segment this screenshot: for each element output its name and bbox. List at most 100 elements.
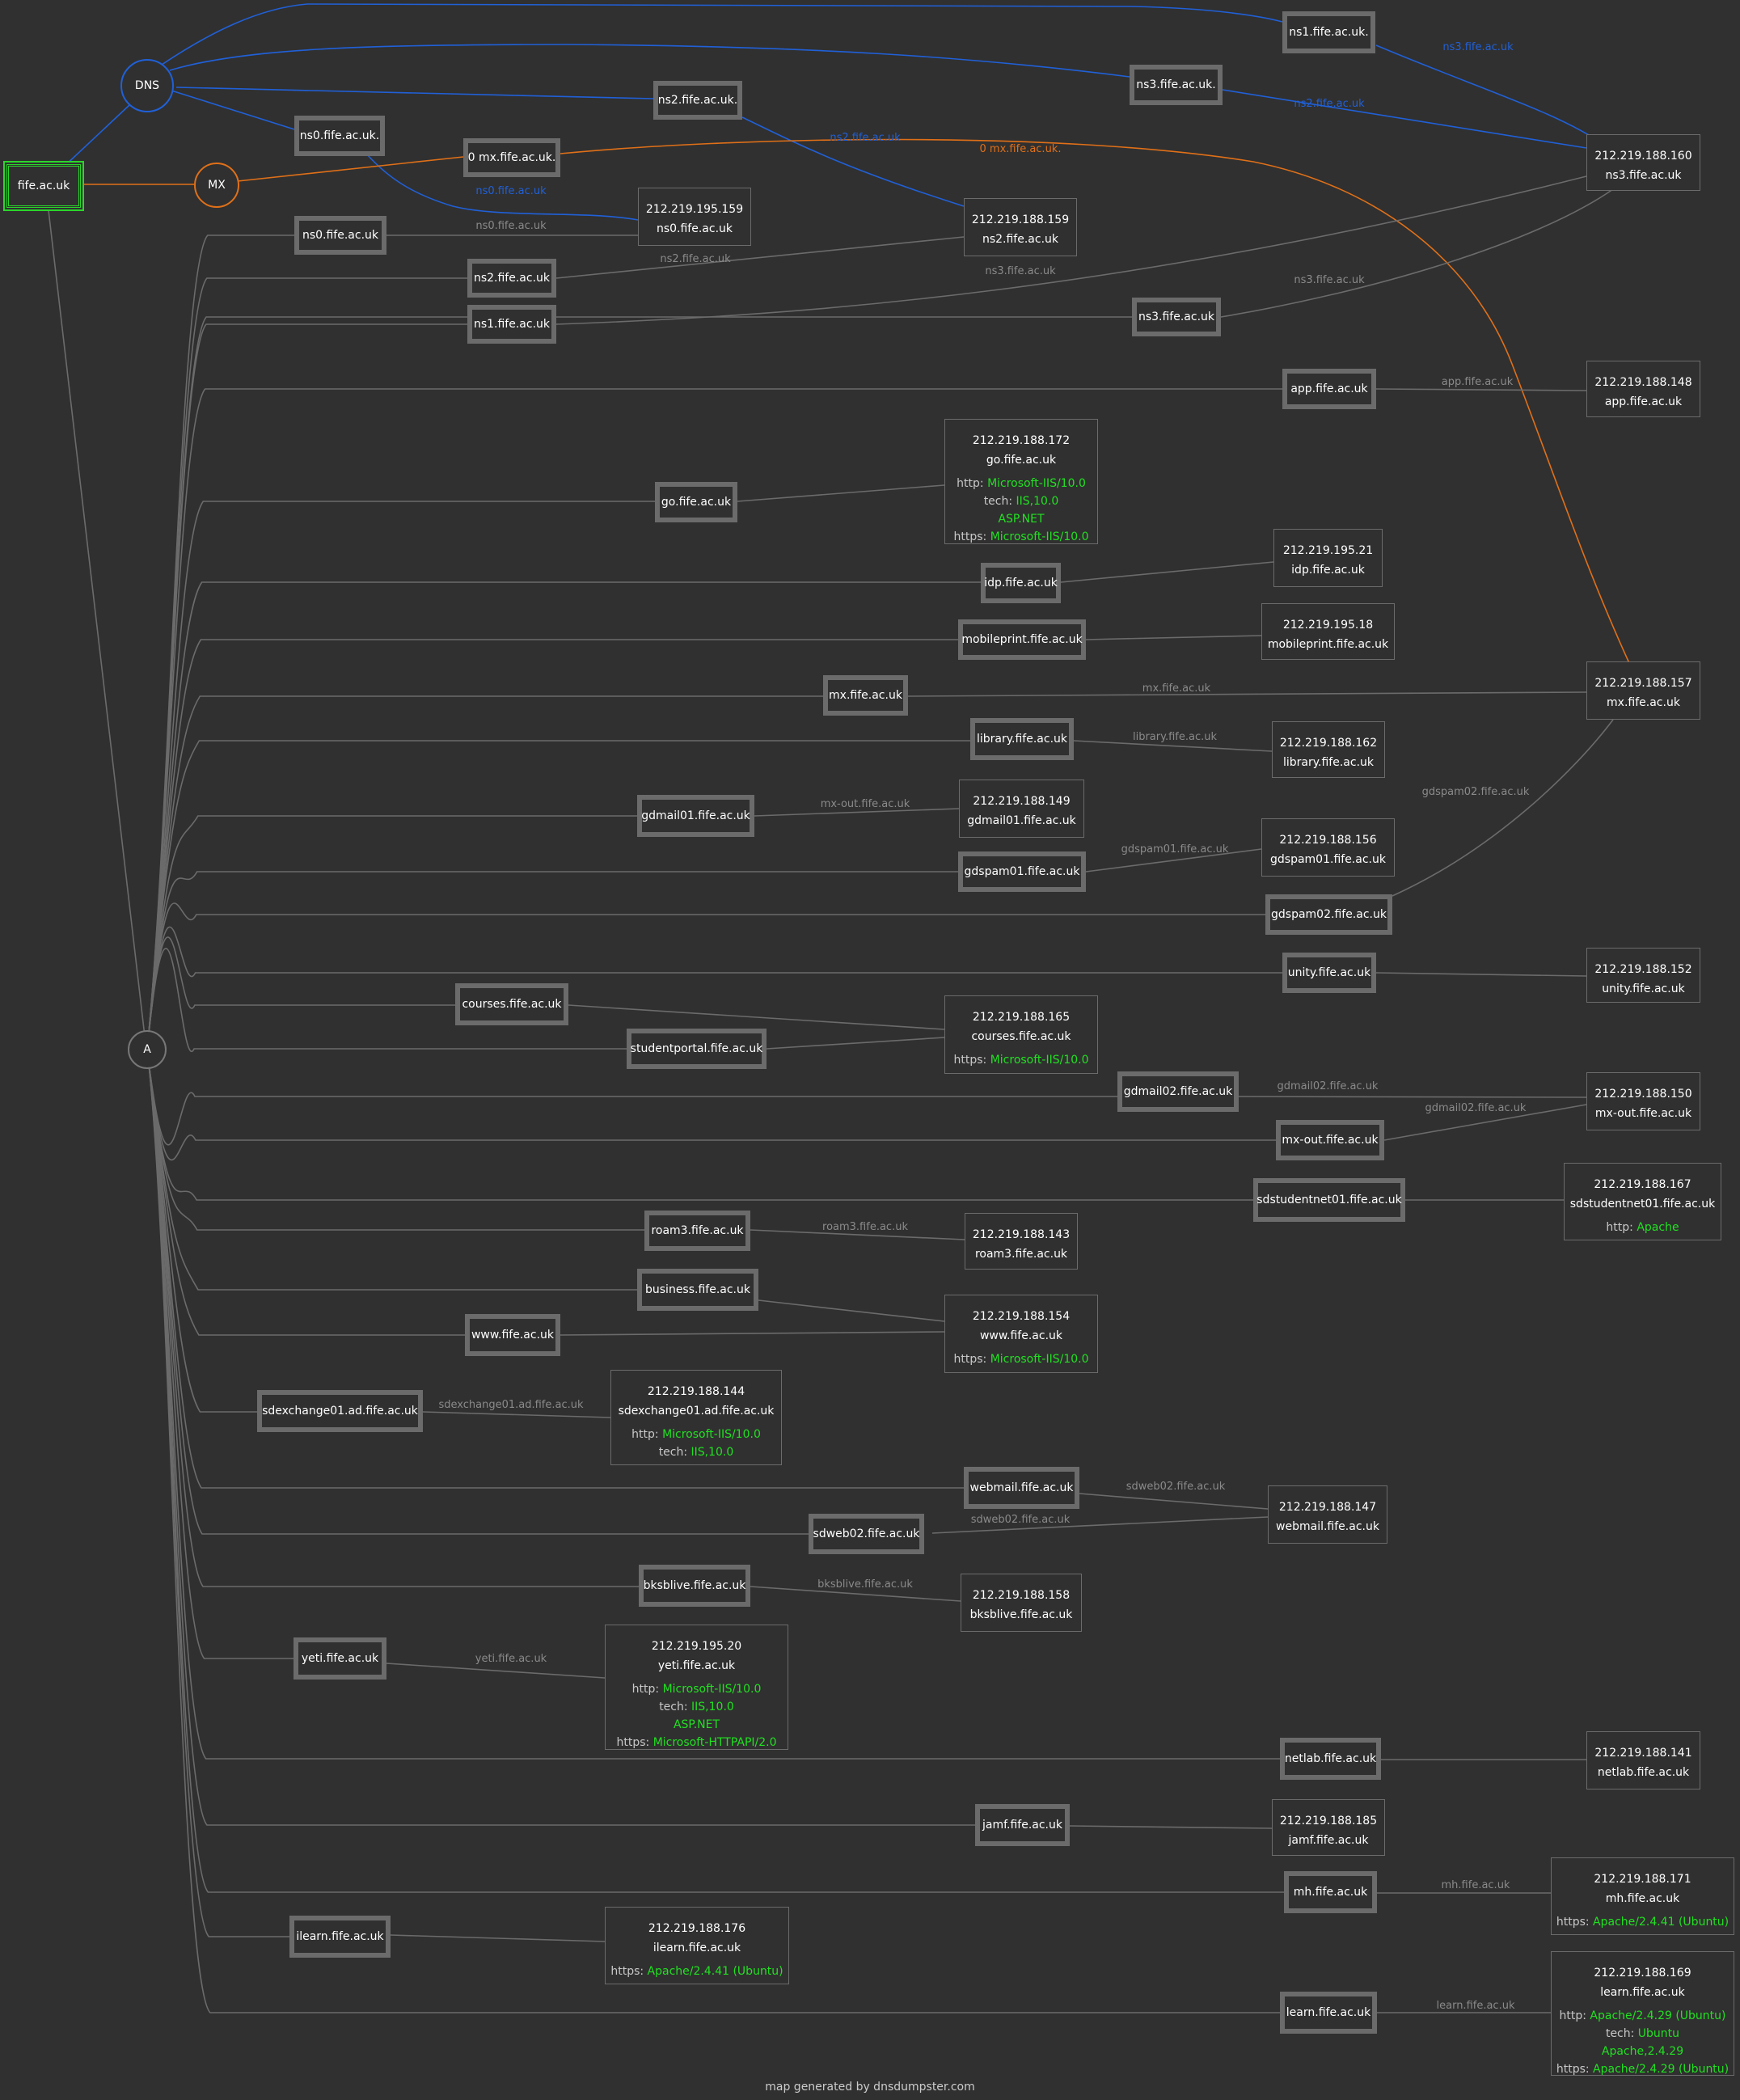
host-node-ilearn[interactable]: ilearn.fife.ac.uk bbox=[289, 1916, 391, 1958]
ip-hostname: mx-out.fife.ac.uk bbox=[1594, 1107, 1692, 1120]
ip-address: 212.219.195.21 bbox=[1282, 544, 1374, 557]
host-node-yeti[interactable]: yeti.fife.ac.uk bbox=[294, 1637, 386, 1680]
host-node-unity[interactable]: unity.fife.ac.uk bbox=[1282, 953, 1376, 993]
host-node-gdspam02[interactable]: gdspam02.fife.ac.uk bbox=[1265, 894, 1392, 935]
host-node-ns3dns[interactable]: ns3.fife.ac.uk. bbox=[1130, 65, 1223, 105]
a-record-edge bbox=[146, 1049, 1280, 2013]
a-record-edge bbox=[146, 1049, 639, 1587]
host-node-netlab[interactable]: netlab.fife.ac.uk bbox=[1280, 1738, 1381, 1780]
ip-address: 212.219.188.160 bbox=[1594, 150, 1692, 163]
host-node-webmail[interactable]: webmail.fife.ac.uk bbox=[964, 1467, 1079, 1509]
host-node-sdexchange01[interactable]: sdexchange01.ad.fife.ac.uk bbox=[257, 1390, 423, 1432]
service-value: Apache,2.4.29 bbox=[1601, 2045, 1684, 2058]
host-node-ns1dns[interactable]: ns1.fife.ac.uk. bbox=[1282, 11, 1375, 53]
host-label: gdspam01.fife.ac.uk bbox=[964, 865, 1080, 878]
host-node-library[interactable]: library.fife.ac.uk bbox=[970, 718, 1074, 760]
service-row: https: Microsoft-IIS/10.0 bbox=[954, 1051, 1089, 1069]
ip-hostname: yeti.fife.ac.uk bbox=[657, 1659, 736, 1672]
host-node-gdmail02[interactable]: gdmail02.fife.ac.uk bbox=[1117, 1071, 1239, 1112]
host-node-jamf[interactable]: jamf.fife.ac.uk bbox=[975, 1804, 1070, 1846]
ip-node-ip150[interactable]: 212.219.188.150 mx-out.fife.ac.uk bbox=[1586, 1072, 1700, 1130]
host-node-studentportal[interactable]: studentportal.fife.ac.uk bbox=[627, 1029, 767, 1069]
host-node-mx0[interactable]: 0 mx.fife.ac.uk. bbox=[463, 138, 560, 177]
service-key: tech: bbox=[658, 1446, 688, 1459]
edge-label: ns2.fife.ac.uk bbox=[830, 132, 901, 144]
ip-node-ip160[interactable]: 212.219.188.160 ns3.fife.ac.uk bbox=[1586, 134, 1700, 191]
host-node-ns0dns[interactable]: ns0.fife.ac.uk. bbox=[294, 116, 385, 156]
edge-label: sdweb02.fife.ac.uk bbox=[971, 1514, 1071, 1526]
host-node-mobileprint[interactable]: mobileprint.fife.ac.uk bbox=[958, 619, 1086, 660]
host-node-bksblive[interactable]: bksblive.fife.ac.uk bbox=[639, 1565, 750, 1607]
host-label: ns0.fife.ac.uk. bbox=[299, 129, 380, 142]
host-node-app[interactable]: app.fife.ac.uk bbox=[1282, 369, 1376, 409]
a-record-edge bbox=[146, 277, 467, 1050]
edge-label: yeti.fife.ac.uk bbox=[475, 1653, 547, 1665]
host-node-ns2dns[interactable]: ns2.fife.ac.uk. bbox=[653, 81, 742, 120]
host-label: ilearn.fife.ac.uk bbox=[296, 1930, 384, 1943]
dns-type-node[interactable]: DNS bbox=[120, 59, 174, 112]
service-value: IIS,10.0 bbox=[691, 1701, 734, 1713]
ip-hostname: ns3.fife.ac.uk bbox=[1605, 169, 1682, 182]
host-node-learn[interactable]: learn.fife.ac.uk bbox=[1280, 1992, 1377, 2034]
mx-type-node[interactable]: MX bbox=[194, 163, 239, 208]
service-value: Microsoft-IIS/10.0 bbox=[990, 530, 1089, 543]
service-value: Apache/2.4.29 (Ubuntu) bbox=[1593, 2063, 1729, 2076]
host-node-courses[interactable]: courses.fife.ac.uk bbox=[455, 983, 568, 1025]
host-node-sdstudentnet01[interactable]: sdstudentnet01.fife.ac.uk bbox=[1253, 1178, 1405, 1222]
edge-label: ns3.fife.ac.uk bbox=[1294, 274, 1365, 286]
host-node-www[interactable]: www.fife.ac.uk bbox=[465, 1314, 560, 1356]
ip-address: 212.219.188.154 bbox=[972, 1310, 1071, 1323]
host-node-gdspam01[interactable]: gdspam01.fife.ac.uk bbox=[958, 851, 1086, 892]
a-type-node[interactable]: A bbox=[128, 1030, 167, 1069]
ip-address: 212.219.188.149 bbox=[973, 795, 1071, 808]
host-node-business[interactable]: business.fife.ac.uk bbox=[637, 1269, 758, 1311]
host-node-ns0a[interactable]: ns0.fife.ac.uk bbox=[294, 216, 386, 255]
edge-label: ns2.fife.ac.uk bbox=[1294, 98, 1365, 110]
host-node-gdmail01[interactable]: gdmail01.fife.ac.uk bbox=[637, 795, 754, 837]
ip-address: 212.219.188.150 bbox=[1594, 1088, 1692, 1101]
host-node-idp[interactable]: idp.fife.ac.uk bbox=[981, 563, 1061, 603]
host-node-roam3[interactable]: roam3.fife.ac.uk bbox=[644, 1211, 750, 1251]
host-label: ns3.fife.ac.uk. bbox=[1136, 78, 1216, 91]
host-node-sdweb02[interactable]: sdweb02.fife.ac.uk bbox=[809, 1514, 924, 1554]
edge-label: ns3.fife.ac.uk bbox=[1442, 41, 1514, 53]
host-label: webmail.fife.ac.uk bbox=[969, 1481, 1074, 1494]
host-node-ns2a[interactable]: ns2.fife.ac.uk bbox=[467, 259, 556, 298]
host-node-mh[interactable]: mh.fife.ac.uk bbox=[1284, 1871, 1377, 1913]
host-label: gdmail02.fife.ac.uk bbox=[1123, 1085, 1233, 1098]
host-node-mx[interactable]: mx.fife.ac.uk bbox=[823, 675, 908, 716]
host-node-go[interactable]: go.fife.ac.uk bbox=[655, 482, 737, 522]
host-node-ns1a[interactable]: ns1.fife.ac.uk bbox=[467, 305, 556, 344]
service-key: https: bbox=[610, 1965, 644, 1978]
host-node-mxout[interactable]: mx-out.fife.ac.uk bbox=[1276, 1120, 1384, 1160]
root-domain-node[interactable]: fife.ac.uk bbox=[6, 164, 81, 208]
host-node-ns3a[interactable]: ns3.fife.ac.uk bbox=[1132, 298, 1221, 336]
service-key: https: bbox=[953, 1353, 987, 1366]
